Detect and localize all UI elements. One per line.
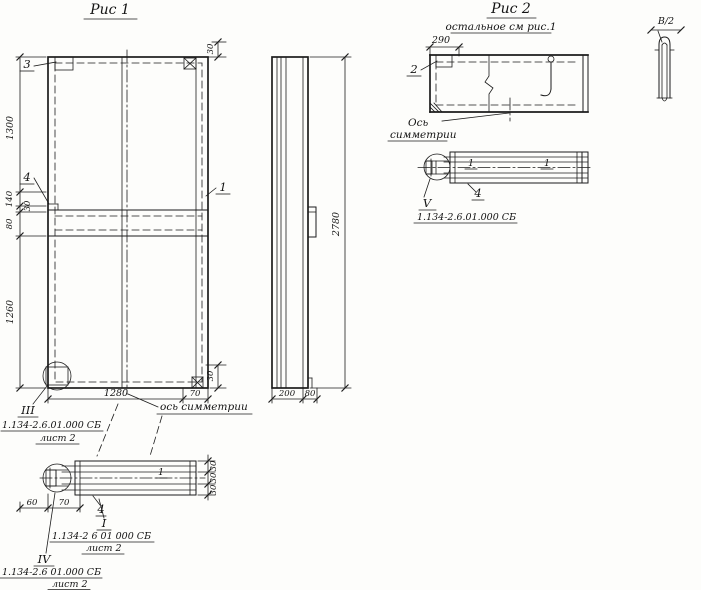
fig1-dim-bot30: 30: [206, 370, 216, 381]
fig2-axis-label-group: Ось симметрии: [387, 97, 511, 142]
fig1-corner-detail-bottomright: [191, 376, 204, 389]
fig1-title-group: Рис 1: [83, 2, 138, 20]
fig1-bottomright-dimension: 30: [205, 361, 227, 392]
side-view-rib: [307, 206, 317, 238]
fig1-detail-circle: [42, 361, 72, 391]
section-1-references: I 1.134-2 6 01 000 СБ лист 2 IV 1.134-2.…: [0, 492, 155, 590]
fig2-label-2: 2: [409, 62, 417, 76]
detail-b-element: [654, 36, 675, 102]
fig1-title: Рис 1: [89, 2, 130, 18]
side-view-bottom-dimensions: 200 80: [268, 387, 321, 404]
fig1-dim-1260: 1260: [5, 300, 16, 324]
section-2-mark-v: V: [423, 196, 433, 210]
fig1-dim-80: 80: [5, 218, 15, 229]
fig1-corner-detail-topright: [183, 57, 197, 70]
section-1-dim-30b: 30: [209, 472, 219, 483]
fig1-detail-mark: III: [20, 403, 35, 417]
fig1-ref-code: 1.134-2.6.01.000 СБ: [2, 420, 101, 431]
fig1-part-labels: 3 4 1: [19, 57, 231, 205]
fig1-label-1: 1: [219, 180, 226, 194]
section-2-label-4: 4: [473, 186, 481, 200]
side-view-dim-2780: 2780: [331, 212, 342, 237]
fig2-label-2-group: 2: [406, 60, 438, 77]
section-2-ref-code: 1.134-2.6.01.000 СБ: [417, 212, 516, 223]
fig1-panel-hidden-edge: [54, 62, 203, 383]
section-1-label-4: 4: [96, 502, 104, 516]
section-1-dim-30c: 30: [209, 484, 219, 495]
fig1-dim-top30: 30: [206, 43, 216, 54]
fig2-dim-290-group: 290: [425, 35, 464, 57]
section-2-detail-circle: [423, 153, 451, 181]
detail-b-group: В/2: [647, 16, 685, 102]
section-1-dim-30a: 30: [209, 460, 219, 471]
detail-b-label: В/2: [657, 16, 674, 27]
side-view-dim-80: 80: [305, 389, 316, 399]
section-1-ref1-code: 1.134-2 6 01 000 СБ: [52, 531, 151, 542]
fig2-panel-view: [429, 54, 589, 113]
fig1-dim-1280: 1280: [104, 388, 128, 399]
section-2-view: 1 1: [417, 151, 593, 184]
fig1-dim-30: 30: [23, 200, 33, 211]
section-1-mark-iv: IV: [37, 552, 53, 566]
side-view-dim-200: 200: [278, 389, 296, 399]
fig2-note: остальное см рис.1: [446, 21, 557, 33]
fig1-topright-dimension: 30: [206, 38, 227, 61]
fig1-panel-outline: [47, 56, 209, 389]
fig2-corner-detail: [435, 54, 453, 68]
section-1-dim-70: 70: [59, 498, 70, 508]
section-1-dimensions: 30 30 30 60 70 4: [16, 454, 219, 517]
fig1-axis-label: ось симметрии: [160, 401, 248, 413]
section-1-ref2-code: 1.134-2.6 01.000 СБ: [2, 567, 101, 578]
section-2-references: 4 V 1.134-2.6.01.000 СБ: [413, 178, 518, 224]
fig2-lifting-loop: [540, 55, 555, 97]
section-1-ref1-sheet: лист 2: [86, 543, 122, 554]
fig1-dim-140: 140: [5, 190, 15, 207]
fig1-bottom-dimensions: 1280 70: [44, 387, 212, 404]
fig1-label-4: 4: [22, 170, 30, 184]
fig1-panel-view: [42, 49, 209, 395]
fig1-ref-sheet: лист 2: [40, 433, 76, 444]
side-view-height-dimension: 2780: [309, 53, 352, 392]
fig1-corner-detail-topleft: [54, 56, 74, 71]
fig1-axis-label-group: ось симметрии: [127, 393, 253, 415]
fig2-break-line: [484, 54, 494, 113]
section-1-dim-60: 60: [27, 498, 38, 508]
section-1-mark-i: I: [101, 516, 107, 530]
section-1-part-1: 1: [158, 467, 164, 478]
fig1-left-dimensions: 1300 140 30 80 1260: [5, 53, 47, 392]
fig2-dim-290: 290: [431, 35, 450, 46]
section-1-view: 1: [39, 460, 206, 496]
section-2-part-1b: 1: [544, 158, 550, 169]
fig1-dim-70: 70: [190, 389, 201, 399]
section-2-part-1a: 1: [468, 158, 474, 169]
side-view: [271, 56, 317, 389]
side-view-outline: [271, 56, 309, 389]
fig1-detail-reference: III 1.134-2.6.01.000 СБ лист 2: [0, 385, 163, 457]
fig1-corner-detail-bottomleft: [45, 366, 69, 386]
fig1-label-3: 3: [23, 57, 30, 71]
fig2-axis-line2: симметрии: [390, 129, 457, 141]
fig2-axis-line1: Ось: [408, 117, 428, 129]
fig1-dim-1300: 1300: [5, 116, 16, 140]
fig2-title: Рис 2: [490, 1, 531, 17]
section-1-ref2-sheet: лист 2: [52, 579, 88, 590]
fig2-title-group: Рис 2 остальное см рис.1: [446, 1, 557, 34]
